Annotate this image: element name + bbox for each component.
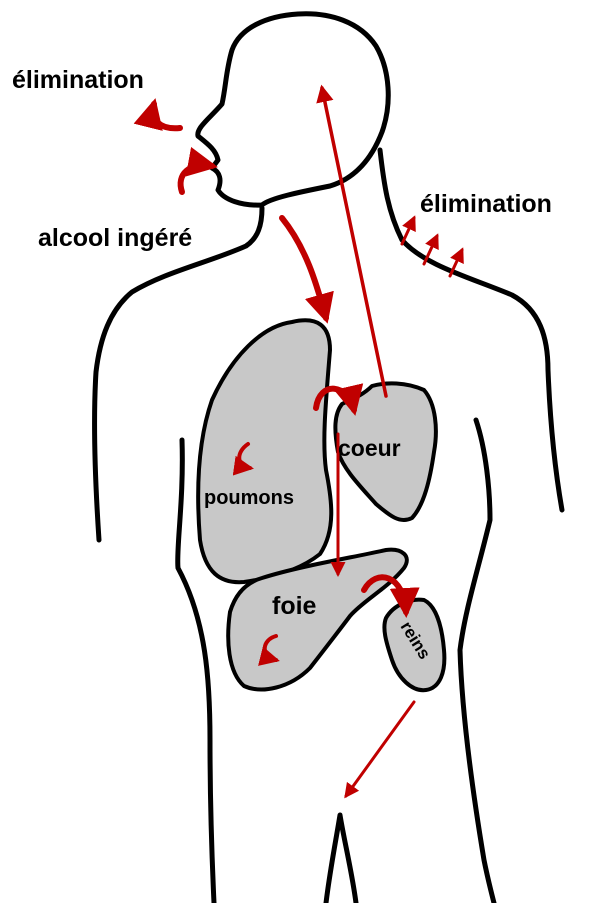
liver-label: foie [272, 592, 317, 620]
lungs-label: poumons [204, 487, 294, 509]
skin-elimination-arrow-1 [402, 218, 414, 244]
ingested-label: alcool ingéré [38, 224, 192, 252]
body-outline [95, 14, 562, 903]
legs-outline [326, 815, 356, 903]
elimination-breath-label: élimination [12, 66, 144, 94]
ingestion-arrow [181, 165, 212, 192]
right-torso-outline [460, 420, 494, 903]
lungs-shape [198, 320, 331, 582]
elimination-skin-label: élimination [420, 190, 552, 218]
kidney-to-bladder-arrow [346, 702, 414, 796]
stomach-to-lungs-arrow [282, 218, 326, 318]
heart-label: coeur [338, 435, 401, 461]
head-outline [198, 14, 388, 205]
breath-elimination-arrow [153, 104, 180, 128]
